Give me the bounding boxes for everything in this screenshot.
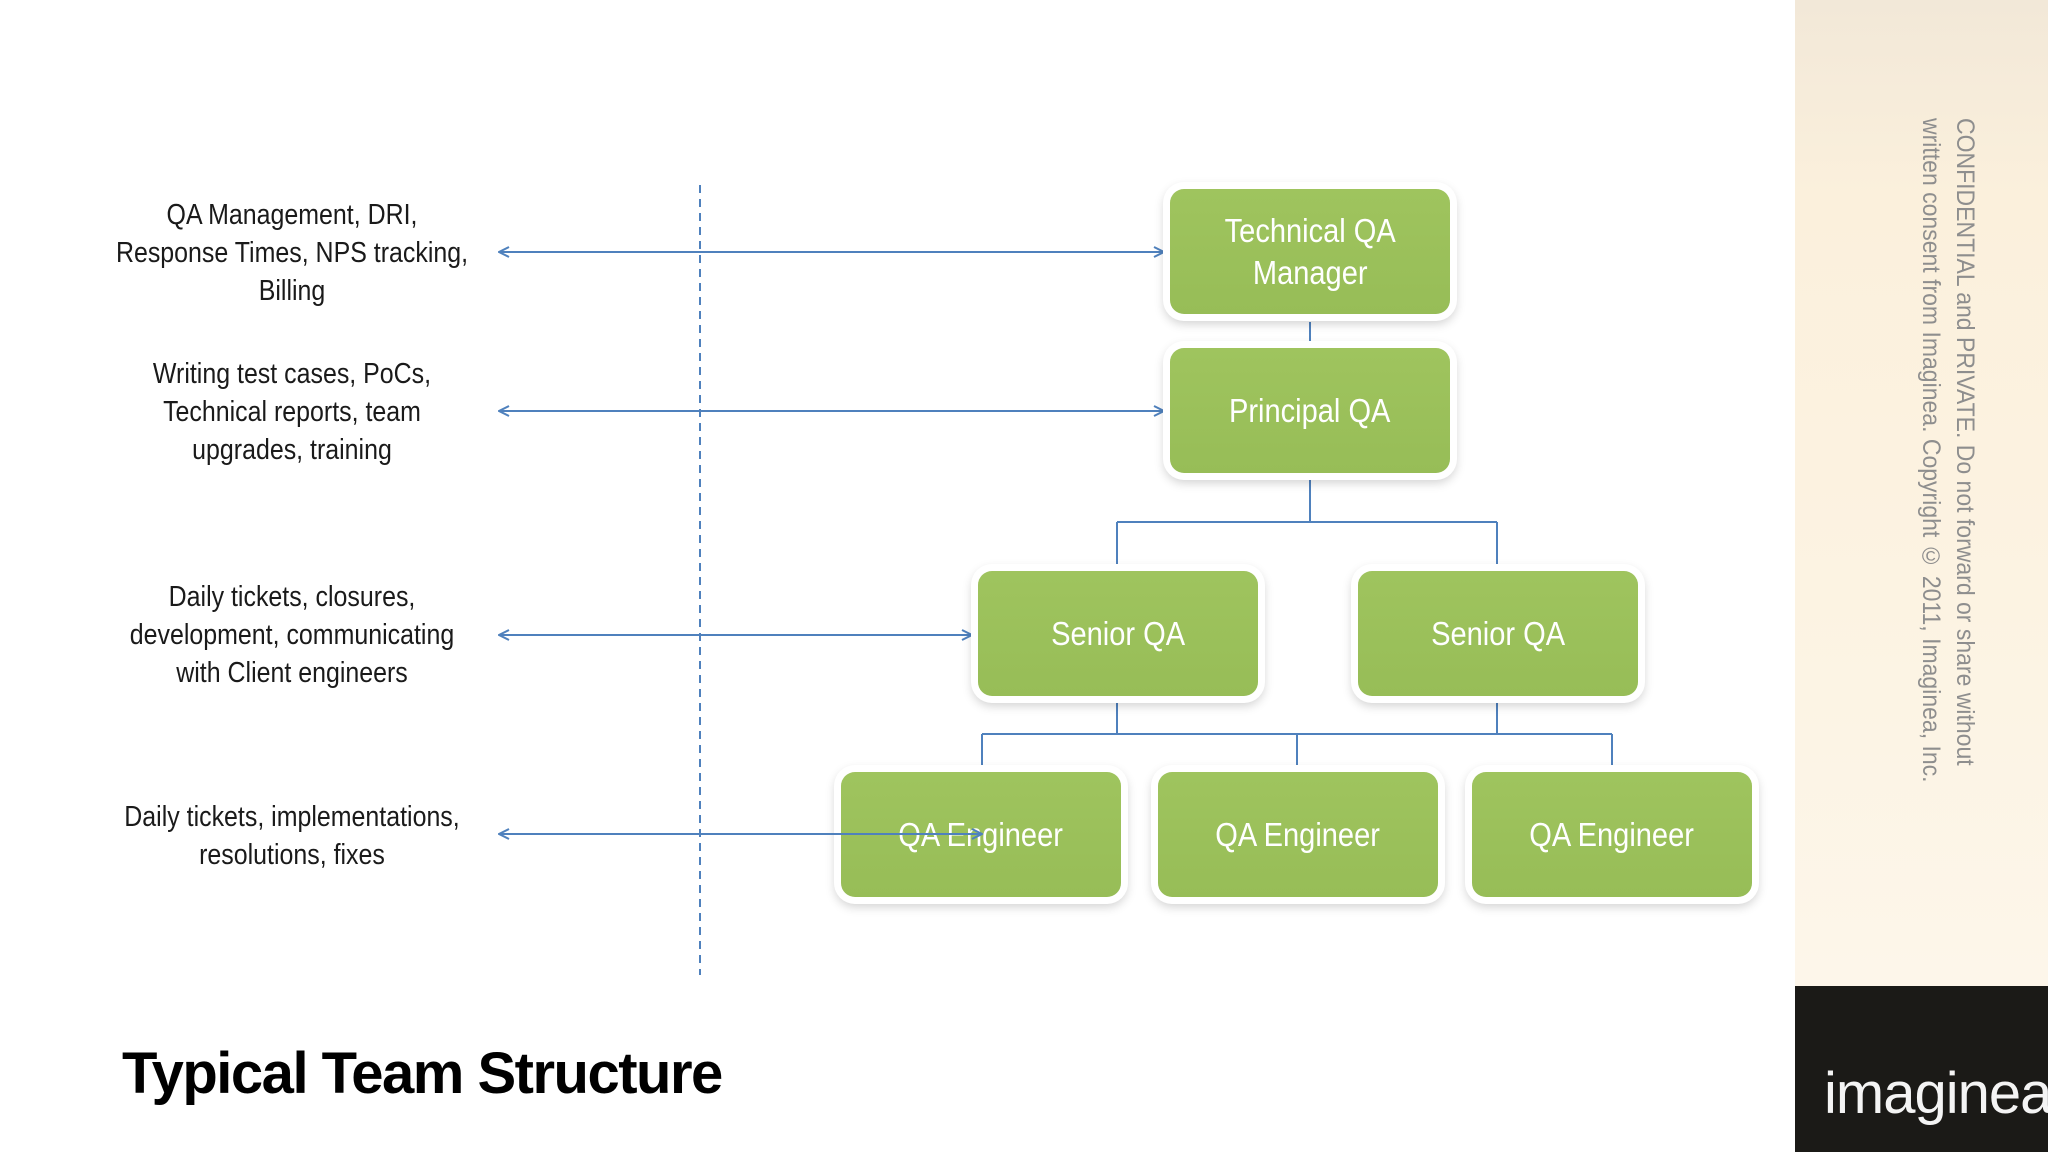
side-panel (1795, 0, 2048, 986)
role-label: Technical QA Manager (1224, 211, 1396, 291)
role-label: Principal QA (1229, 391, 1391, 429)
role-label: Senior QA (1431, 614, 1565, 652)
role-label: Senior QA (1051, 614, 1185, 652)
role-label: QA Engineer (1215, 815, 1381, 853)
role-box-senior-qa-2: Senior QA (1358, 571, 1638, 696)
description-engineer: Daily tickets, implementations, resoluti… (124, 801, 460, 871)
description-senior: Daily tickets, closures, development, co… (129, 581, 455, 689)
role-box-principal-qa: Principal QA (1170, 348, 1450, 473)
page-title: Typical Team Structure (122, 1041, 723, 1106)
role-box-qa-engineer-2: QA Engineer (1158, 772, 1438, 897)
role-box-senior-qa-1: Senior QA (978, 571, 1258, 696)
logo-block (1795, 986, 2048, 1152)
role-label: QA Engineer (1529, 815, 1695, 853)
imaginea-logo: imaginea (1824, 1061, 2048, 1126)
role-label: QA Engineer (898, 815, 1064, 853)
description-principal: Writing test cases, PoCs, Technical repo… (152, 358, 432, 466)
description-manager: QA Management, DRI, Response Times, NPS … (115, 199, 469, 307)
role-box-qa-engineer-1: QA Engineer (841, 772, 1121, 897)
confidential-notice: CONFIDENTIAL and PRIVATE. Do not forward… (1917, 118, 1979, 783)
role-box-qa-engineer-3: QA Engineer (1472, 772, 1752, 897)
hierarchy-lines (981, 322, 1613, 768)
role-box-technical-qa-manager: Technical QA Manager (1170, 189, 1450, 314)
